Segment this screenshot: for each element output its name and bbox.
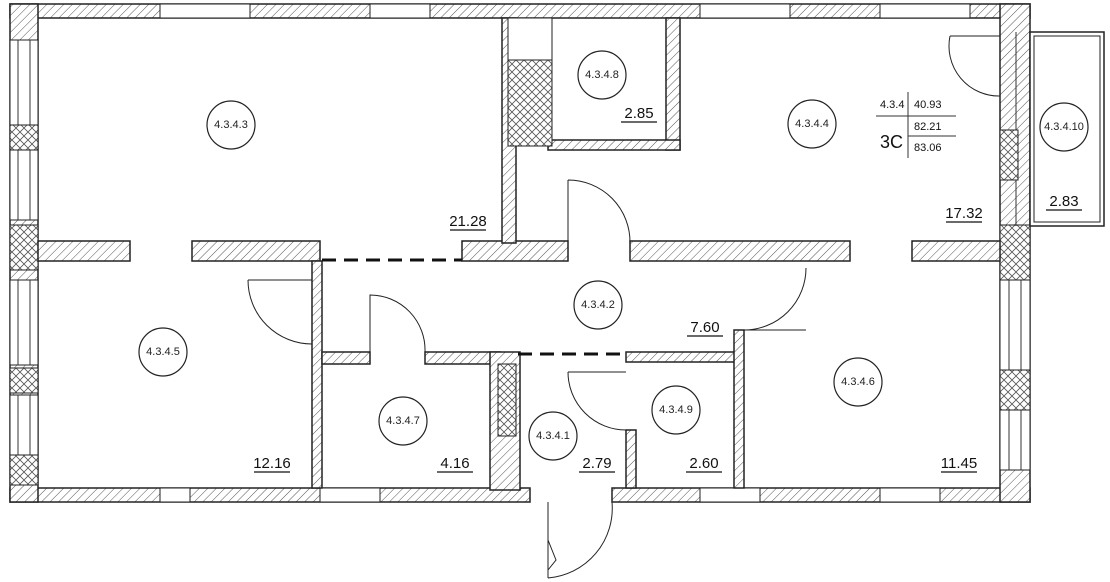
- room-code: 4.3.4.6: [841, 376, 875, 388]
- room-area: 2.79: [582, 455, 611, 472]
- room-area: 12.16: [253, 455, 291, 472]
- room-area: 7.60: [690, 319, 719, 336]
- room-area: 2.60: [689, 455, 718, 472]
- room-area: 2.85: [624, 105, 653, 122]
- room-area: 17.32: [945, 205, 983, 222]
- apartment-number: 4.3.4: [880, 99, 904, 111]
- room-label: 4.3.4.6 11.45: [833, 357, 977, 473]
- room-marker-circle: [833, 357, 883, 407]
- doors: [247, 35, 1001, 579]
- room-code: 4.3.4.8: [585, 69, 619, 81]
- room-label: 4.3.4.8 2.85: [577, 50, 657, 123]
- room-label: 4.3.4.3 21.28: [206, 100, 487, 231]
- room-marker-circle: [787, 99, 837, 149]
- room-label: 4.3.4.5 12.16: [138, 327, 291, 473]
- room-code: 4.3.4.7: [386, 415, 420, 427]
- room-marker-circle: [573, 280, 623, 330]
- room-label: 4.3.4.4 17.32: [787, 99, 983, 223]
- room-label: 4.3.4.7 4.16: [378, 396, 473, 473]
- room-label: 4.3.4.9 2.60: [651, 385, 722, 473]
- room-code: 4.3.4.1: [536, 430, 570, 442]
- area-total: 82.21: [914, 121, 942, 133]
- room-label: 4.3.4.2 7.60: [573, 280, 723, 337]
- room-code: 4.3.4.10: [1044, 121, 1084, 133]
- room-marker-circle: [528, 411, 578, 461]
- room-code: 4.3.4.5: [146, 346, 180, 358]
- apartment-info-table: 4.3.4 3C 40.93 82.21 83.06: [876, 92, 956, 158]
- room-marker-circle: [577, 50, 627, 100]
- interior-walls: [37, 17, 1001, 491]
- room-code: 4.3.4.3: [214, 119, 248, 131]
- room-label: 4.3.4.10 2.83: [1039, 102, 1089, 211]
- room-area: 2.83: [1049, 193, 1078, 210]
- room-label: 4.3.4.1 2.79: [528, 411, 615, 473]
- room-marker-circle: [378, 396, 428, 446]
- room-area: 21.28: [449, 213, 487, 230]
- room-labels: 4.3.4.321.284.3.4.82.854.3.4.417.324.3.4…: [138, 50, 1089, 473]
- room-marker-circle: [138, 327, 188, 377]
- area-full: 83.06: [914, 142, 942, 154]
- room-area: 11.45: [941, 455, 977, 472]
- room-marker-circle: [206, 100, 256, 150]
- room-code: 4.3.4.2: [581, 299, 615, 311]
- room-marker-circle: [651, 385, 701, 435]
- room-code: 4.3.4.9: [659, 404, 693, 416]
- area-living: 40.93: [914, 99, 942, 111]
- room-code: 4.3.4.4: [795, 118, 829, 130]
- room-marker-circle: [1039, 102, 1089, 152]
- room-area: 4.16: [440, 455, 469, 472]
- apartment-type: 3C: [880, 132, 903, 152]
